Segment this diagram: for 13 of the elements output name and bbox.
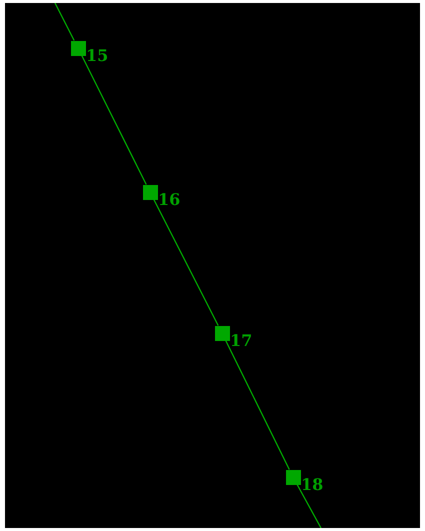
point-label: 16 xyxy=(158,191,180,209)
point-label: 17 xyxy=(230,332,252,350)
line-segment xyxy=(81,55,147,185)
point-marker xyxy=(142,184,158,200)
point-marker xyxy=(214,326,230,340)
point-marker xyxy=(286,470,300,484)
line-segment xyxy=(153,199,219,326)
line-segment xyxy=(296,484,322,528)
line-segment xyxy=(225,340,290,470)
point-label: 15 xyxy=(86,47,108,65)
point-marker xyxy=(70,40,86,56)
line-segment xyxy=(54,3,75,41)
point-label: 18 xyxy=(301,476,324,494)
